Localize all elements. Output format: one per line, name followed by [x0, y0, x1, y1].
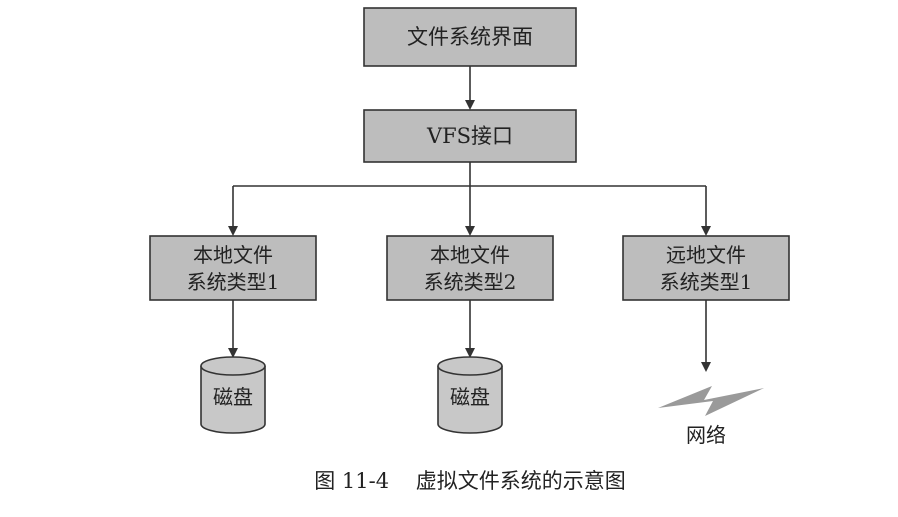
- local-fs-type-2-line2: 系统类型2: [424, 270, 517, 294]
- vfs-interface-box: VFS接口: [363, 109, 577, 163]
- file-system-interface-box: 文件系统界面: [363, 7, 577, 67]
- local-fs-type-2-box: 本地文件 系统类型2: [386, 235, 554, 301]
- vfs-interface-label: VFS接口: [426, 124, 513, 148]
- disk-2-icon: 磁盘: [437, 356, 503, 434]
- disk-1-label: 磁盘: [213, 385, 253, 409]
- figure-caption: 图 11-4 虚拟文件系统的示意图: [314, 469, 626, 493]
- network-label: 网络: [686, 423, 726, 447]
- vfs-branch-connector: [228, 162, 711, 236]
- local-fs-type-1-box: 本地文件 系统类型1: [149, 235, 317, 301]
- local-fs-type-1-line2: 系统类型1: [187, 270, 280, 294]
- disk-1-icon: 磁盘: [200, 356, 266, 434]
- network-lightning-icon: [658, 386, 764, 416]
- remote-fs-type-1-box: 远地文件 系统类型1: [622, 235, 790, 301]
- local-fs-type-1-line1: 本地文件: [193, 243, 273, 267]
- remote-fs-type-1-line1: 远地文件: [666, 243, 746, 267]
- file-system-interface-label: 文件系统界面: [407, 25, 533, 49]
- remote-fs-type-1-line2: 系统类型1: [660, 270, 753, 294]
- local-fs-type-2-line1: 本地文件: [430, 243, 510, 267]
- disk-2-label: 磁盘: [450, 385, 490, 409]
